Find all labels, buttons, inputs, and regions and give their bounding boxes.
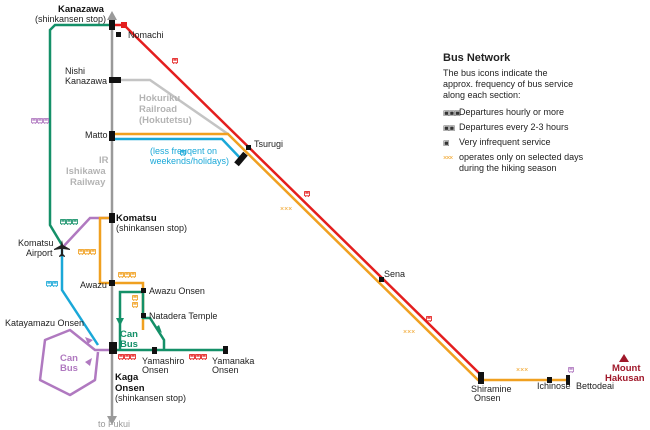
orange-bus-line — [112, 132, 566, 382]
bus-icon-single: ▣ — [443, 140, 450, 147]
seasonal-icon: ××× — [443, 155, 453, 162]
legend-label-2-3-hours: Departures every 2-3 hours — [459, 122, 569, 132]
mountain-icon — [619, 354, 629, 362]
legend-seasonal-line-2: during the hiking season — [459, 163, 557, 173]
bus-icon-double: ▣▣ — [443, 125, 455, 132]
legend-desc-line-3: along each section: — [443, 90, 521, 100]
label-awazu-onsen: Awazu Onsen — [149, 286, 205, 296]
map-labels: Kanazawa (shinkansen stop) Nomachi Nishi… — [5, 4, 645, 429]
seasonal-marker-upper: ××× — [280, 206, 292, 213]
legend-label-infrequent: Very infrequent service — [459, 137, 551, 147]
label-can-bus-green-2: Bus — [120, 339, 138, 350]
label-sena: Sena — [384, 269, 405, 279]
green-bus-line-west — [48, 23, 112, 246]
airplane-icon — [54, 240, 70, 257]
label-nishi-1: Nishi — [65, 66, 85, 76]
hokuriku-railroad-line — [112, 78, 229, 136]
label-awazu: Awazu — [80, 280, 107, 290]
label-less-frequent-1: (less freuqent on — [150, 146, 217, 156]
legend-row-seasonal: ××× operates only on selected days durin… — [443, 152, 648, 174]
bus-icon-triple: ▣▣▣ — [443, 110, 461, 117]
label-ichinose: Ichinose — [537, 381, 571, 391]
blue-bus-line-matto — [112, 137, 243, 161]
label-yamanaka-2: Onsen — [212, 365, 239, 375]
orange-bus-line-awazu — [98, 216, 112, 285]
label-to-fukui: to Fukui — [98, 419, 130, 429]
label-bettodeai: Bettodeai — [576, 381, 614, 391]
label-ir-3: Railway — [70, 177, 106, 188]
label-yamashiro-1: Yamashiro — [142, 356, 184, 366]
legend-description: The bus icons indicate the approx. frequ… — [443, 68, 648, 101]
can-bus-green-loop — [112, 290, 226, 352]
station-markers — [109, 20, 570, 385]
label-komatsu-airport-1: Komatsu — [18, 238, 54, 248]
legend-row-infrequent: ▣ Very infrequent service — [443, 137, 648, 149]
label-kaga-sub: (shinkansen stop) — [115, 393, 186, 403]
legend-label-seasonal: operates only on selected days during th… — [459, 152, 583, 174]
label-can-bus-purple-1: Can — [60, 353, 78, 364]
legend-label-hourly: Departures hourly or more — [459, 107, 565, 117]
label-komatsu-airport-2: Airport — [26, 248, 53, 258]
legend-desc-line-1: The bus icons indicate the — [443, 68, 548, 78]
label-komatsu: Komatsu — [116, 213, 157, 224]
label-yamanaka-1: Yamanaka — [212, 356, 254, 366]
can-bus-purple-loop — [38, 328, 112, 397]
seasonal-marker-lower: ××× — [403, 329, 415, 336]
label-ir-2: Ishikawa — [66, 166, 106, 177]
label-kaga-1: Kaga — [115, 372, 139, 383]
label-ir-1: IR — [99, 155, 109, 166]
label-less-frequent-2: weekends/holidays) — [149, 156, 229, 166]
label-matto: Matto — [85, 130, 108, 140]
label-kaga-2: Onsen — [115, 383, 145, 394]
blue-bus-line-south — [60, 248, 100, 346]
label-mount-2: Hakusan — [605, 373, 645, 384]
label-yamashiro-2: Onsen — [142, 365, 169, 375]
label-komatsu-sub: (shinkansen stop) — [116, 223, 187, 233]
label-nomachi: Nomachi — [128, 30, 164, 40]
label-hokuriku-1: Hokuriku — [139, 93, 180, 104]
label-tsurugi: Tsurugi — [254, 139, 283, 149]
legend-title: Bus Network — [443, 52, 511, 64]
label-can-bus-green-1: Can — [120, 329, 138, 340]
label-shiramine-2: Onsen — [474, 393, 501, 403]
label-mount-1: Mount — [612, 363, 641, 374]
legend-seasonal-line-1: operates only on selected days — [459, 152, 584, 162]
seasonal-markers: ××× ××× ××× — [280, 206, 528, 374]
label-nishi-2: Kanazawa — [65, 76, 107, 86]
legend-row-hourly: ▣▣▣ Departures hourly or more — [443, 107, 648, 119]
legend: Bus Network The bus icons indicate the a… — [443, 52, 648, 177]
label-kanazawa: Kanazawa — [58, 4, 105, 15]
label-kanazawa-sub: (shinkansen stop) — [35, 14, 106, 24]
orange-bus-line-awazu-onsen — [112, 281, 145, 330]
label-katayamazu: Katayamazu Onsen — [5, 318, 84, 328]
legend-desc-line-2: approx. frequency of bus service — [443, 79, 574, 89]
label-hokuriku-2: Railroad — [139, 104, 177, 115]
seasonal-marker-ichinose: ××× — [516, 367, 528, 374]
label-hokuriku-3: (Hokutetsu) — [139, 115, 192, 126]
label-can-bus-purple-2: Bus — [60, 363, 78, 374]
legend-row-2-3-hours: ▣▣ Departures every 2-3 hours — [443, 122, 648, 134]
label-shiramine-1: Shiramine — [471, 384, 512, 394]
label-natadera: Natadera Temple — [149, 311, 217, 321]
purple-bus-line-airport — [61, 216, 112, 249]
